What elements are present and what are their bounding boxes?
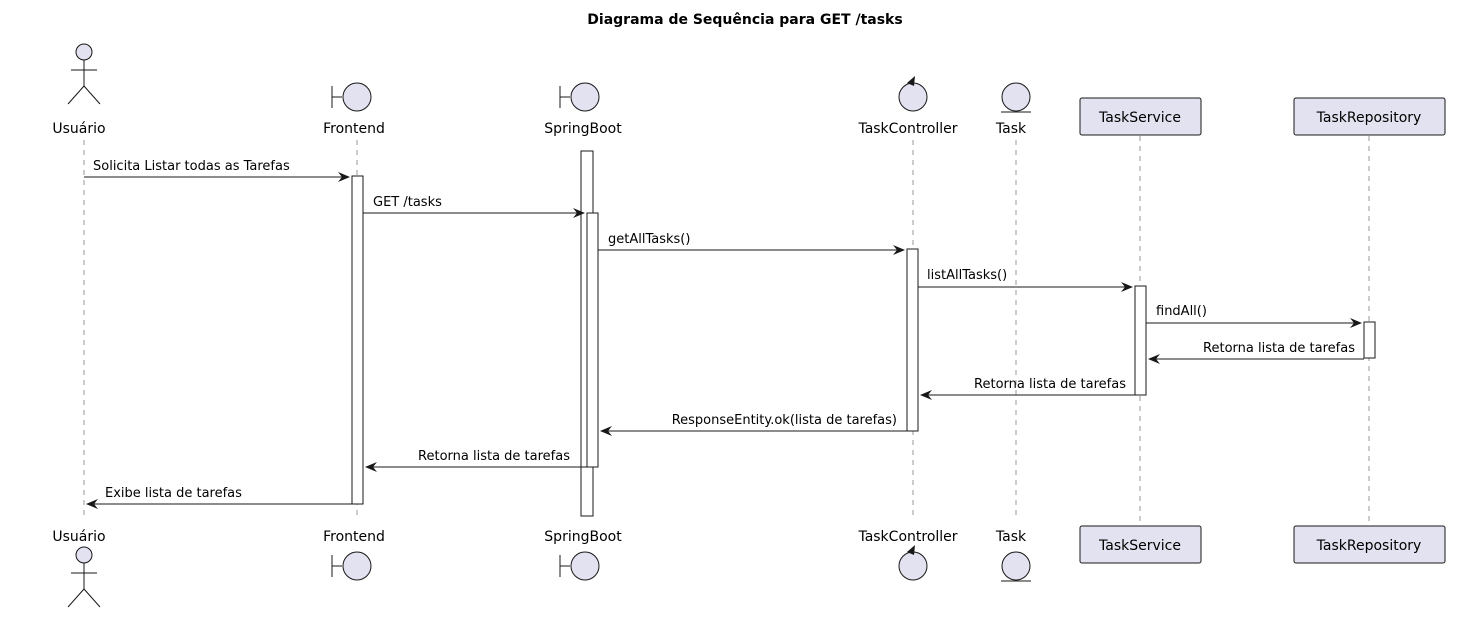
boundary-icon	[559, 551, 600, 581]
activation-frontend	[351, 175, 364, 505]
diagram-title: Diagrama de Sequência para GET /tasks	[587, 12, 902, 28]
message-label: getAllTasks()	[608, 232, 690, 247]
message-label: GET /tasks	[373, 195, 442, 210]
boundary-frontend-bottom: Frontend	[323, 529, 385, 581]
actor-usuario-bottom: Usuário	[52, 529, 106, 608]
boundary-springboot-top: SpringBoot	[544, 82, 622, 137]
message-label: Exibe lista de tarefas	[105, 486, 242, 501]
message-arrow: getAllTasks()	[598, 232, 905, 255]
entity-icon	[1001, 551, 1031, 582]
participant-label-springboot: SpringBoot	[544, 529, 622, 545]
boundary-springboot-bottom: SpringBoot	[544, 529, 622, 581]
message-arrow: Retorna lista de tarefas	[365, 449, 587, 472]
boundary-icon	[559, 82, 600, 112]
actor-usuario-top: Usuário	[52, 43, 106, 137]
lifelines	[83, 136, 1370, 524]
activation-taskservice	[1134, 285, 1147, 396]
message-label: ResponseEntity.ok(lista de tarefas)	[672, 413, 897, 428]
message-label: Solicita Listar todas as Tarefas	[93, 159, 290, 174]
participant-label-usuario: Usuário	[52, 529, 105, 545]
activation-taskrepository	[1363, 321, 1376, 359]
box-taskservice-bottom: TaskService	[1079, 525, 1202, 564]
box-taskrepository-top: TaskRepository	[1293, 97, 1446, 136]
control-icon	[898, 545, 928, 581]
entity-icon	[1001, 82, 1031, 113]
actor-icon	[67, 546, 101, 608]
messages: Solicita Listar todas as Tarefas GET /ta…	[84, 159, 1364, 509]
actor-icon	[67, 43, 101, 105]
participant-label-taskrepository: TaskRepository	[1316, 538, 1422, 554]
message-label: Retorna lista de tarefas	[418, 449, 570, 464]
participant-label-taskcontroller: TaskController	[857, 121, 957, 137]
message-arrow: findAll()	[1146, 304, 1362, 328]
control-taskcontroller-bottom: TaskController	[857, 529, 958, 581]
participant-label-task: Task	[995, 121, 1027, 137]
message-label: Retorna lista de tarefas	[974, 377, 1126, 392]
participants-top: Usuário Frontend SpringBoot	[52, 43, 1446, 137]
participant-label-springboot: SpringBoot	[544, 121, 622, 137]
activation-springboot	[586, 212, 599, 468]
entity-task-top: Task	[995, 82, 1031, 137]
message-arrow: Exibe lista de tarefas	[86, 486, 352, 509]
participant-label-taskcontroller: TaskController	[857, 529, 957, 545]
message-label: listAllTasks()	[927, 268, 1007, 283]
boundary-frontend-top: Frontend	[323, 82, 385, 137]
participant-label-frontend: Frontend	[323, 529, 385, 545]
message-label: Retorna lista de tarefas	[1203, 341, 1355, 356]
message-arrow: GET /tasks	[363, 195, 585, 218]
boundary-icon	[331, 551, 372, 581]
activation-bars	[351, 175, 1376, 505]
participant-label-task: Task	[995, 529, 1027, 545]
participant-label-taskservice: TaskService	[1098, 110, 1181, 126]
activation-taskcontroller	[906, 248, 919, 432]
box-taskrepository-bottom: TaskRepository	[1293, 525, 1446, 564]
control-icon	[898, 76, 928, 112]
entity-task-bottom: Task	[995, 529, 1031, 582]
participant-label-usuario: Usuário	[52, 121, 105, 137]
message-arrow: Retorna lista de tarefas	[920, 377, 1135, 400]
message-label: findAll()	[1156, 304, 1207, 319]
participant-label-taskservice: TaskService	[1098, 538, 1181, 554]
message-arrow: listAllTasks()	[918, 268, 1133, 292]
control-taskcontroller-top: TaskController	[857, 76, 958, 137]
boundary-icon	[331, 82, 372, 112]
message-arrow: Retorna lista de tarefas	[1148, 341, 1364, 364]
message-arrow: Solicita Listar todas as Tarefas	[84, 159, 350, 182]
participants-bottom: Usuário Frontend SpringBoot	[52, 525, 1446, 608]
participant-label-taskrepository: TaskRepository	[1316, 110, 1422, 126]
message-arrow: ResponseEntity.ok(lista de tarefas)	[600, 413, 907, 436]
participant-label-frontend: Frontend	[323, 121, 385, 137]
box-taskservice-top: TaskService	[1079, 97, 1202, 136]
